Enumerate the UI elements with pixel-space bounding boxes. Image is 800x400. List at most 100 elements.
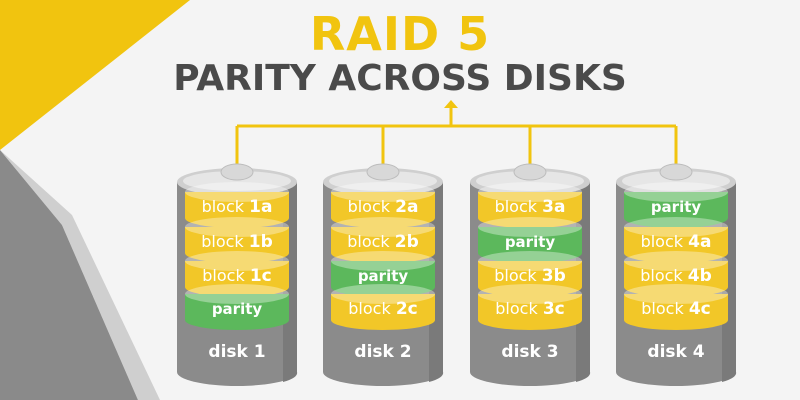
block-highlight: [478, 217, 582, 237]
block-highlight: [478, 284, 582, 304]
block-id: 2c: [396, 299, 418, 319]
block-band: [185, 192, 289, 228]
block-prefix: block: [494, 266, 542, 285]
parity-block: parity: [478, 217, 582, 263]
block-band: [624, 227, 728, 263]
block-prefix: block: [495, 299, 543, 318]
block-highlight: [624, 217, 728, 237]
disk-label: disk 2: [354, 342, 411, 362]
disk-connector: [235, 100, 678, 172]
parity-label: parity: [212, 300, 263, 318]
block-prefix: block: [640, 266, 688, 285]
parity-label: parity: [358, 267, 409, 285]
block-band: [624, 261, 728, 297]
disk-label: disk 1: [208, 342, 265, 362]
disk-connector-knob: [659, 163, 693, 181]
parity-label: parity: [505, 233, 556, 251]
data-block: block 1a: [185, 182, 289, 228]
yellow-corner-triangle: [0, 0, 190, 150]
block-prefix: block: [641, 299, 689, 318]
data-block: block 3a: [478, 182, 582, 228]
block-highlight: [331, 217, 435, 237]
block-highlight: [185, 284, 289, 304]
block-band: [624, 192, 728, 228]
block-id: 1a: [249, 197, 272, 217]
block-band: [185, 227, 289, 263]
block-label: block 1c: [202, 266, 271, 286]
disk-top-inner: [183, 171, 291, 191]
block-label: block 3a: [495, 197, 566, 217]
block-band: [331, 227, 435, 263]
data-block: block 3c: [478, 284, 582, 330]
data-block: block 4b: [624, 251, 728, 297]
block-highlight: [185, 251, 289, 271]
block-highlight: [624, 284, 728, 304]
block-prefix: block: [495, 197, 543, 216]
block-highlight: [624, 182, 728, 202]
block-id: 4a: [688, 232, 711, 252]
block-id: 3a: [542, 197, 565, 217]
block-band: [478, 227, 582, 263]
block-label: block 2c: [348, 299, 417, 319]
block-band: [331, 261, 435, 297]
disk-label: disk 3: [501, 342, 558, 362]
block-id: 4c: [689, 299, 711, 319]
data-block: block 1c: [185, 251, 289, 297]
block-highlight: [331, 182, 435, 202]
block-highlight: [624, 251, 728, 271]
block-id: 2a: [395, 197, 418, 217]
block-band: [478, 294, 582, 330]
block-band: [478, 261, 582, 297]
parity-label: parity: [651, 198, 702, 216]
block-prefix: block: [641, 232, 689, 251]
block-label: block 2b: [347, 232, 419, 252]
parity-block: parity: [624, 182, 728, 228]
block-highlight: [185, 217, 289, 237]
block-label: block 3c: [495, 299, 564, 319]
disk-top-inner: [622, 171, 730, 191]
block-prefix: block: [202, 197, 250, 216]
disk-label: disk 4: [647, 342, 704, 362]
block-prefix: block: [348, 197, 396, 216]
block-label: block 4b: [640, 266, 712, 286]
block-id: 4b: [688, 266, 712, 286]
data-block: block 2b: [331, 217, 435, 263]
data-block: block 3b: [478, 251, 582, 297]
data-block: block 4a: [624, 217, 728, 263]
block-band: [331, 192, 435, 228]
block-highlight: [478, 182, 582, 202]
block-label: block 1a: [202, 197, 273, 217]
block-prefix: block: [201, 232, 249, 251]
block-id: 1c: [250, 266, 272, 286]
block-prefix: block: [202, 266, 250, 285]
disk-connector-knob: [366, 163, 400, 181]
parity-block: parity: [331, 251, 435, 297]
block-id: 3b: [542, 266, 566, 286]
data-block: block 1b: [185, 217, 289, 263]
block-band: [185, 261, 289, 297]
diagram-title: RAID 5: [309, 7, 491, 61]
block-highlight: [478, 251, 582, 271]
data-block: block 2c: [331, 284, 435, 330]
diagram-subtitle: PARITY ACROSS DISKS: [173, 58, 627, 99]
block-band: [185, 294, 289, 330]
parity-block: parity: [185, 284, 289, 330]
block-label: block 4a: [641, 232, 712, 252]
block-id: 3c: [543, 299, 565, 319]
block-prefix: block: [347, 232, 395, 251]
block-label: block 1b: [201, 232, 273, 252]
block-highlight: [185, 182, 289, 202]
block-band: [331, 294, 435, 330]
block-prefix: block: [348, 299, 396, 318]
block-id: 1b: [249, 232, 273, 252]
block-label: block 3b: [494, 266, 566, 286]
block-highlight: [331, 251, 435, 271]
connector-pointer: [444, 100, 458, 108]
block-label: block 4c: [641, 299, 710, 319]
block-highlight: [331, 284, 435, 304]
